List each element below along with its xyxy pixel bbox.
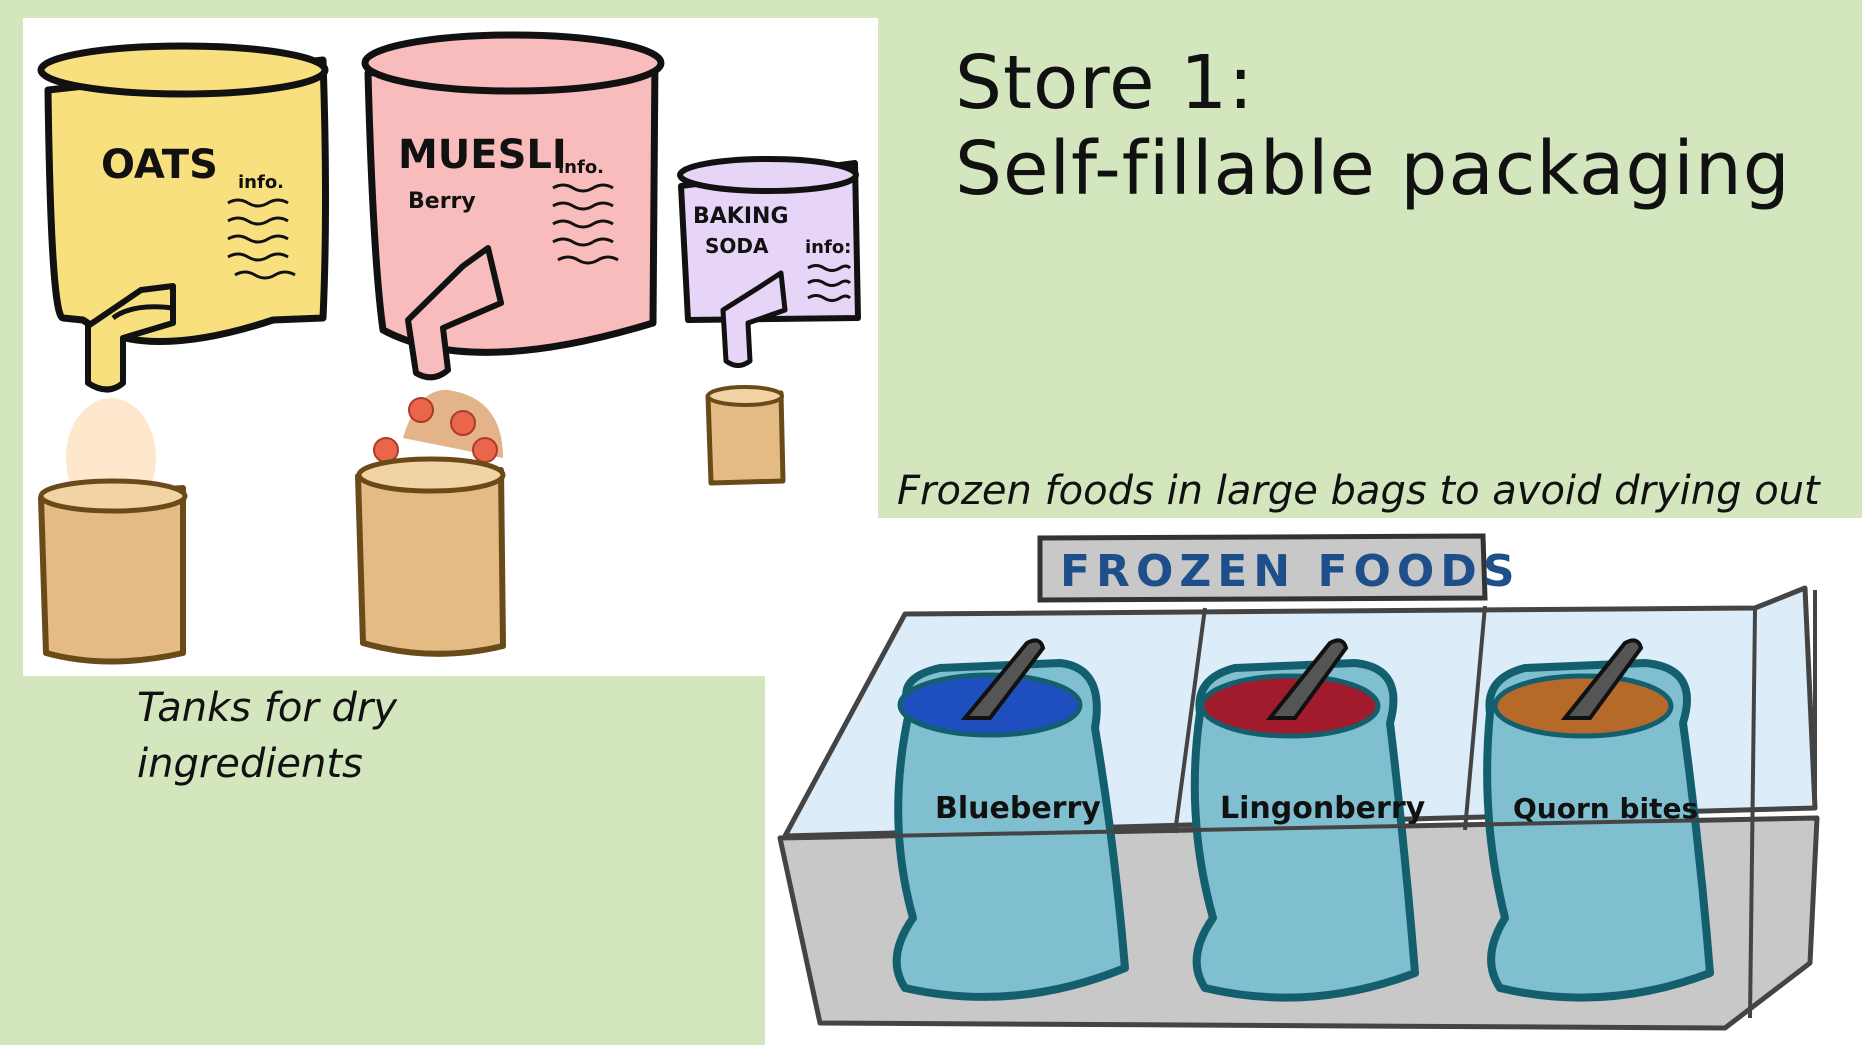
bag-blueberry: Blueberry xyxy=(892,638,1129,1001)
frozen-foods-caption: Frozen foods in large bags to avoid dryi… xyxy=(897,468,1820,514)
slide-title-line2: Self-fillable packaging xyxy=(955,126,1791,212)
frozen-foods-sign: FROZEN FOODS xyxy=(1037,533,1521,603)
oats-info: info. xyxy=(238,172,284,193)
muesli-sublabel: Berry xyxy=(408,189,476,214)
muesli-tank: MUESLI Berry info. xyxy=(355,31,665,657)
oats-tank: OATS info. xyxy=(37,42,329,665)
bag-lingonberry-label: Lingonberry xyxy=(1220,791,1426,826)
bag-quorn-bites: Quorn bites xyxy=(1483,638,1714,1002)
frozen-foods-panel: FROZEN FOODS Blueberry Lingonberry xyxy=(765,518,1862,1045)
muesli-label: MUESLI xyxy=(398,132,567,178)
bag-lingonberry: Lingonberry xyxy=(1190,638,1426,1002)
freezer-illustration: FROZEN FOODS Blueberry Lingonberry xyxy=(777,533,1820,1031)
baking-soda-label-line1: BAKING xyxy=(693,204,789,229)
slide-title: Store 1: Self-fillable packaging xyxy=(955,40,1791,212)
tanks-caption-line1: Tanks for dry xyxy=(137,685,398,731)
baking-soda-label-line2: SODA xyxy=(705,234,769,258)
frozen-foods-sign-text: FROZEN FOODS xyxy=(1060,546,1521,597)
oats-label: OATS xyxy=(101,142,218,188)
baking-soda-info: info: xyxy=(805,237,851,258)
slide-title-line1: Store 1: xyxy=(955,40,1255,126)
baking-soda-tank: BAKING SODA info: xyxy=(677,156,861,486)
tanks-caption: Tanks for dry ingredients xyxy=(137,680,397,792)
tanks-caption-line2: ingredients xyxy=(137,741,363,787)
tanks-illustration-panel: OATS info. MUESLI Berry info. xyxy=(23,18,878,676)
muesli-info: info. xyxy=(558,157,604,178)
bag-blueberry-label: Blueberry xyxy=(935,791,1101,826)
tanks-illustration: OATS info. MUESLI Berry info. xyxy=(37,31,861,665)
